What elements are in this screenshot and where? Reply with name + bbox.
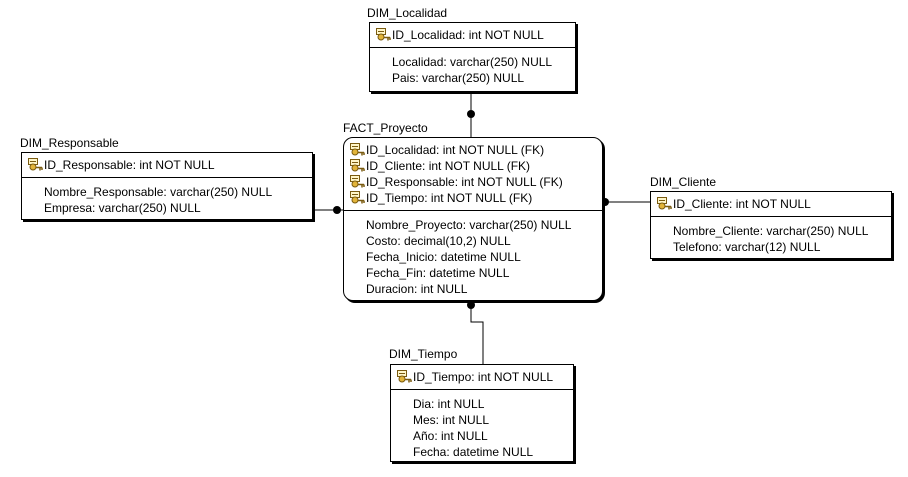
entity-dim-localidad[interactable]: ID_Localidad: int NOT NULL Localidad: va… — [369, 22, 576, 92]
key-column-label: ID_Cliente: int NOT NULL (FK) — [366, 159, 531, 173]
entity-title-dim-tiempo: DIM_Tiempo — [389, 347, 458, 361]
entity-title-dim-localidad: DIM_Localidad — [367, 6, 448, 20]
key-section: ID_Responsable: int NOT NULL — [22, 153, 312, 178]
attribute-column-row[interactable]: Fecha_Inicio: datetime NULL — [366, 250, 521, 264]
key-column-label: ID_Tiempo: int NOT NULL (FK) — [366, 191, 533, 205]
cardinality-dot-cliente — [601, 198, 609, 206]
attribute-column-row[interactable]: Año: int NULL — [413, 429, 488, 443]
attribute-column-row[interactable]: Pais: varchar(250) NULL — [392, 71, 525, 85]
key-column-label: ID_Localidad: int NOT NULL (FK) — [366, 143, 545, 157]
attribute-section: Localidad: varchar(250) NULL Pais: varcha… — [370, 48, 575, 90]
attribute-column-row[interactable]: Duracion: int NULL — [366, 282, 468, 296]
key-column-row[interactable]: ID_Tiempo: int NOT NULL (FK) — [350, 190, 602, 206]
primary-key-icon — [350, 175, 366, 189]
primary-key-icon — [28, 158, 44, 172]
attribute-column-row[interactable]: Dia: int NULL — [413, 397, 485, 411]
primary-key-icon — [397, 370, 413, 384]
attribute-column-row[interactable]: Localidad: varchar(250) NULL — [392, 55, 553, 69]
cardinality-dot-responsable — [333, 206, 341, 214]
key-section: ID_Localidad: int NOT NULL — [370, 23, 575, 48]
key-section: ID_Cliente: int NOT NULL — [651, 192, 891, 217]
key-column-row[interactable]: ID_Localidad: int NOT NULL (FK) — [350, 142, 602, 158]
key-column-row[interactable]: ID_Responsable: int NOT NULL — [28, 157, 312, 173]
cardinality-dot-localidad — [467, 110, 475, 118]
relationship-line-tiempo — [470, 301, 484, 364]
entity-dim-responsable[interactable]: ID_Responsable: int NOT NULL Nombre_Resp… — [21, 152, 313, 220]
attribute-section: Nombre_Cliente: varchar(250) NULL Telefon… — [651, 217, 891, 259]
attribute-section: Nombre_Responsable: varchar(250) NULL Emp… — [22, 178, 312, 220]
key-column-row[interactable]: ID_Cliente: int NOT NULL (FK) — [350, 158, 602, 174]
key-column-label: ID_Cliente: int NOT NULL — [673, 197, 811, 211]
attribute-column-row[interactable]: Mes: int NULL — [413, 413, 490, 427]
key-column-label: ID_Localidad: int NOT NULL — [392, 28, 544, 42]
key-column-label: ID_Responsable: int NOT NULL (FK) — [366, 175, 563, 189]
entity-dim-cliente[interactable]: ID_Cliente: int NOT NULL Nombre_Cliente:… — [650, 191, 892, 259]
primary-key-icon — [350, 159, 366, 173]
attribute-column-row[interactable]: Fecha_Fin: datetime NULL — [366, 266, 510, 280]
attribute-column-row[interactable]: Telefono: varchar(12) NULL — [673, 240, 821, 254]
entity-fact-proyecto[interactable]: ID_Localidad: int NOT NULL (FK) ID_Client… — [343, 137, 603, 301]
attribute-column-row[interactable]: Empresa: varchar(250) NULL — [44, 201, 201, 215]
attribute-section: Dia: int NULL Mes: int NULL Año: int NULL F… — [391, 390, 573, 464]
key-column-row[interactable]: ID_Tiempo: int NOT NULL — [397, 369, 573, 385]
key-column-row[interactable]: ID_Responsable: int NOT NULL (FK) — [350, 174, 602, 190]
entity-title-dim-responsable: DIM_Responsable — [20, 136, 119, 150]
entity-title-fact-proyecto: FACT_Proyecto — [343, 121, 428, 135]
attribute-section: Nombre_Proyecto: varchar(250) NULL Costo:… — [344, 211, 602, 301]
key-column-label: ID_Responsable: int NOT NULL — [44, 158, 215, 172]
key-section: ID_Tiempo: int NOT NULL — [391, 365, 573, 390]
attribute-column-row[interactable]: Nombre_Responsable: varchar(250) NULL — [44, 185, 273, 199]
cardinality-dot-tiempo — [467, 301, 475, 309]
attribute-column-row[interactable]: Nombre_Cliente: varchar(250) NULL — [673, 224, 869, 238]
attribute-column-row[interactable]: Fecha: datetime NULL — [413, 445, 534, 459]
attribute-column-row[interactable]: Nombre_Proyecto: varchar(250) NULL — [366, 218, 572, 232]
key-column-label: ID_Tiempo: int NOT NULL — [413, 370, 554, 384]
entity-title-dim-cliente: DIM_Cliente — [650, 175, 717, 189]
primary-key-icon — [657, 197, 673, 211]
key-column-row[interactable]: ID_Cliente: int NOT NULL — [657, 196, 891, 212]
key-section: ID_Localidad: int NOT NULL (FK) ID_Client… — [344, 138, 602, 211]
primary-key-icon — [376, 28, 392, 42]
primary-key-icon — [350, 191, 366, 205]
entity-dim-tiempo[interactable]: ID_Tiempo: int NOT NULL Dia: int NULL Mes… — [390, 364, 574, 462]
attribute-column-row[interactable]: Costo: decimal(10,2) NULL — [366, 234, 511, 248]
key-column-row[interactable]: ID_Localidad: int NOT NULL — [376, 27, 575, 43]
primary-key-icon — [350, 143, 366, 157]
